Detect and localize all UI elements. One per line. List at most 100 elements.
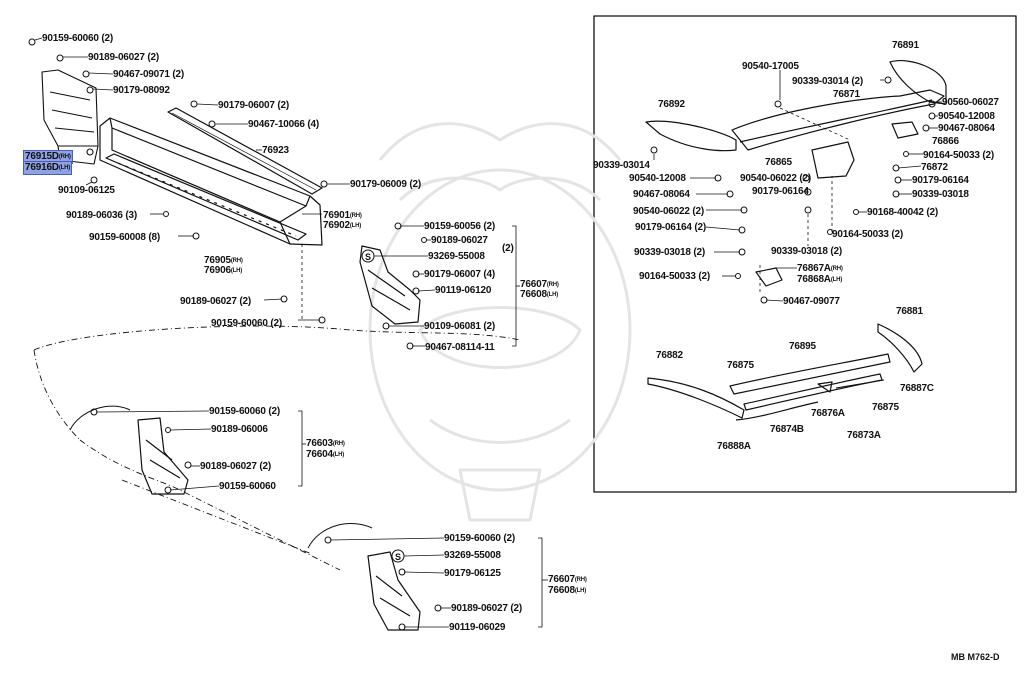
part-label-r12: 90339-03014: [593, 160, 650, 171]
part-label-r34: 76887C: [900, 383, 934, 394]
part-number: 90189-06027: [180, 296, 237, 307]
part-label-l15: 90159-60056 (2): [424, 221, 495, 232]
quantity: (2): [695, 271, 710, 282]
part-number: 93269-55008: [428, 251, 485, 262]
part-label-r17: 90467-08064: [633, 189, 690, 200]
part-number: 90467-08114-11: [425, 342, 495, 353]
part-number: 90467-08064: [938, 123, 995, 134]
part-label-l41: 90189-06027 (2): [451, 603, 522, 614]
part-label-r22: 90179-06164 (2): [635, 222, 706, 233]
side-marker: (RH): [830, 266, 843, 272]
quantity: (2): [406, 179, 421, 190]
part-number: 90168-40042: [867, 207, 924, 218]
part-label-l20: 76905(RH): [204, 255, 243, 267]
part-label-l17: 90189-06027: [431, 235, 488, 246]
quantity: (2): [144, 52, 159, 63]
part-number: 76874B: [770, 424, 804, 435]
part-label-r14: 90540-12008: [629, 173, 686, 184]
part-label-l10: 76923: [262, 145, 289, 156]
part-label-l13: 76901(RH): [323, 210, 362, 222]
part-number: 90467-08064: [633, 189, 690, 200]
part-number: 76608: [548, 585, 575, 596]
quantity: (2): [507, 603, 522, 614]
part-number: 76865: [765, 157, 792, 168]
part-label-l31: 90189-06006: [211, 424, 268, 435]
part-label-l22: 90179-06007 (4): [424, 269, 495, 280]
side-marker: (LH): [830, 277, 843, 283]
part-number: 90159-60008: [89, 232, 146, 243]
part-label-l7[interactable]: 76915D(RH): [23, 150, 73, 164]
part-label-l3: 90467-09071 (2): [113, 69, 184, 80]
part-number: 90159-60060: [211, 318, 268, 329]
rocker-molding-strip: [167, 107, 323, 195]
front-mudguard-lower: [137, 417, 189, 495]
part-number: 90339-03014: [593, 160, 650, 171]
side-marker: (LH): [58, 165, 71, 171]
part-label-l18: (2): [502, 243, 514, 254]
part-label-l28: 90109-06081 (2): [424, 321, 495, 332]
part-label-r15: 90540-06022 (2): [740, 173, 811, 184]
quantity: (2): [690, 247, 705, 258]
part-number: 76866: [932, 136, 959, 147]
part-number: 76882: [656, 350, 683, 361]
part-label-r10: 76865: [765, 157, 792, 168]
quantity: (2): [500, 533, 515, 544]
quantity: (2): [888, 229, 903, 240]
part-number: 90109-06125: [58, 185, 115, 196]
part-number: 90540-12008: [629, 173, 686, 184]
part-label-r7: 90540-12008: [938, 111, 995, 122]
part-number: 90189-06027: [88, 52, 145, 63]
part-number: 90189-06027: [200, 461, 257, 472]
fastener-symbols-right: [650, 76, 936, 304]
watermark-emblem: [368, 122, 632, 522]
part-label-l40: 76608(LH): [548, 585, 586, 597]
quantity: (2): [236, 296, 251, 307]
part-label-r39: 76888A: [717, 441, 751, 452]
part-number: 76876A: [811, 408, 845, 419]
part-label-r21: 90168-40042 (2): [867, 207, 938, 218]
part-label-l12: 90189-06036 (3): [66, 210, 137, 221]
part-number: 76905: [204, 255, 231, 266]
part-number: 76872: [921, 162, 948, 173]
part-number: 76608: [520, 289, 547, 300]
part-number: 90159-60060: [219, 481, 276, 492]
quantity: (2): [169, 69, 184, 80]
part-label-l29: 90467-08114-11: [425, 342, 495, 353]
side-marker: (RH): [574, 577, 587, 583]
part-number: 90179-06164: [752, 186, 809, 197]
part-number: 90179-06164: [912, 175, 969, 186]
side-marker: (LH): [349, 223, 362, 229]
part-label-l34: 90189-06027 (2): [200, 461, 271, 472]
rear-spoiler-assembly: [645, 60, 947, 287]
part-label-r33: 76875: [727, 360, 754, 371]
part-number: 76923: [262, 145, 289, 156]
part-number: 90540-06022: [633, 206, 690, 217]
part-number: 76887C: [900, 383, 934, 394]
quantity: (2): [979, 150, 994, 161]
part-number: 90179-06164: [635, 222, 692, 233]
part-label-r18: 90179-06164: [752, 186, 809, 197]
quantity: (2): [689, 206, 704, 217]
quantity: (2): [480, 321, 495, 332]
side-marker: (RH): [230, 258, 243, 264]
rocker-lower-strip: [105, 153, 307, 241]
part-number: 76603: [306, 438, 333, 449]
part-label-r6: 76892: [658, 99, 685, 110]
part-number: 90159-60060: [42, 33, 99, 44]
part-number: 90179-06007: [218, 100, 275, 111]
part-label-r27: 90164-50033 (2): [639, 271, 710, 282]
part-number: 90179-06009: [350, 179, 407, 190]
part-label-r36: 76876A: [811, 408, 845, 419]
quantity: (8): [145, 232, 160, 243]
quantity: (4): [304, 119, 319, 130]
part-label-r19: 90339-03018: [912, 189, 969, 200]
part-number: 90189-06006: [211, 424, 268, 435]
part-number: 90179-06007: [424, 269, 481, 280]
quantity: (2): [848, 76, 863, 87]
part-number: 76868A: [797, 274, 831, 285]
part-number: 90467-09071: [113, 69, 170, 80]
part-label-l8[interactable]: 76916D(LH): [22, 161, 73, 175]
part-label-r38: 76873A: [847, 430, 881, 441]
quantity: (4): [480, 269, 495, 280]
